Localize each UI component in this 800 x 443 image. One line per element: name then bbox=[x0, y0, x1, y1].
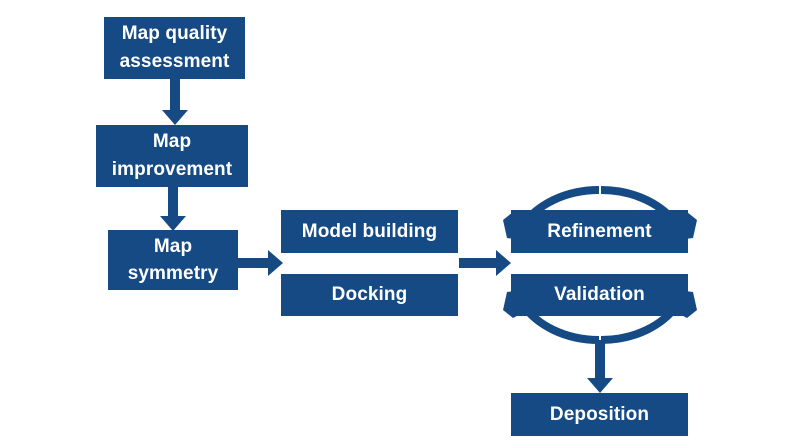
node-map-improvement[interactable]: Map bbox=[96, 125, 248, 187]
arrow-building-to-refinement bbox=[459, 248, 511, 278]
arrow-head bbox=[268, 250, 283, 276]
arrow-head bbox=[587, 378, 613, 393]
node-label-line: improvement bbox=[111, 159, 233, 181]
arrow-symmetry-to-building bbox=[238, 248, 283, 278]
node-label-line: Map bbox=[153, 236, 193, 257]
node-map-symmetry-line2: symmetry bbox=[108, 230, 238, 290]
node-map-quality-assessment[interactable]: Map quality bbox=[104, 17, 245, 79]
arrow-shaft bbox=[238, 258, 270, 268]
node-label-line: symmetry bbox=[127, 263, 219, 285]
arrow-shaft bbox=[595, 340, 605, 378]
node-validation[interactable]: Validation bbox=[511, 274, 688, 316]
node-map-symmetry[interactable]: Map bbox=[108, 230, 238, 290]
node-label-line: Model building bbox=[301, 220, 438, 242]
node-label-line: Map quality bbox=[121, 23, 228, 44]
node-deposition[interactable]: Deposition bbox=[511, 393, 688, 436]
arrow-head bbox=[496, 250, 511, 276]
node-model-building[interactable]: Model building bbox=[281, 210, 458, 253]
arrow-validation-to-deposition bbox=[585, 340, 615, 393]
arrow-quality-to-improvement bbox=[160, 79, 190, 125]
node-docking[interactable]: Docking bbox=[281, 274, 458, 316]
node-label-line: Docking bbox=[331, 284, 408, 306]
cycle-refinement-validation bbox=[503, 186, 697, 344]
arrow-shaft bbox=[168, 187, 178, 216]
node-label-line: Map bbox=[152, 131, 192, 152]
arrow-head bbox=[162, 110, 188, 125]
arrow-shaft bbox=[170, 79, 180, 110]
node-map-quality-assessment-line2: assessment bbox=[104, 17, 245, 79]
node-refinement[interactable]: Refinement bbox=[511, 210, 688, 253]
arrow-improvement-to-symmetry bbox=[158, 187, 188, 231]
node-label-line: assessment bbox=[119, 51, 230, 73]
node-label-line: Validation bbox=[554, 284, 645, 306]
node-label-line: Deposition bbox=[549, 403, 650, 425]
arrow-shaft bbox=[459, 258, 498, 268]
arrow-head bbox=[160, 216, 186, 231]
node-map-improvement-line2: improvement bbox=[96, 125, 248, 187]
node-label-line: Refinement bbox=[547, 220, 652, 242]
